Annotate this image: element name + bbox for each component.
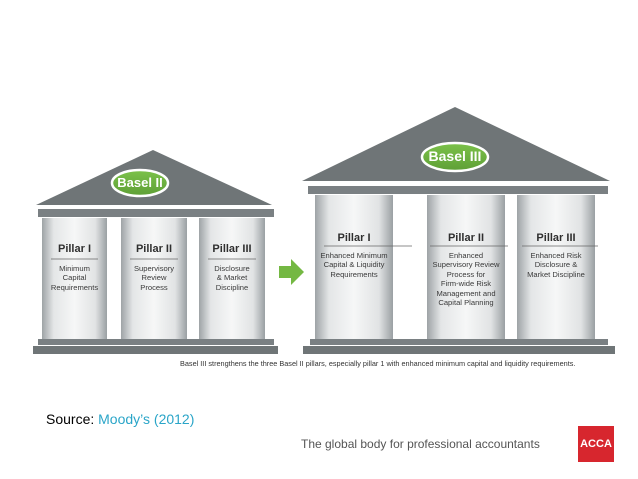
basel-iii-badge-label: Basel III	[420, 148, 490, 164]
basel-ii-pillar-1-title: Pillar I	[42, 243, 107, 255]
basel-iii-pillar-2-desc: Enhanced Supervisory Review Process for …	[427, 251, 505, 308]
basel-iii-base-top	[310, 339, 608, 345]
basel-ii-base	[33, 346, 278, 354]
basel-ii-architrave	[38, 209, 274, 217]
basel-ii-base-top	[38, 339, 274, 345]
basel-iii-pillar-2-title: Pillar II	[427, 232, 505, 244]
basel-ii-badge-label: Basel II	[112, 175, 168, 190]
diagram-caption: Basel III strengthens the three Basel II…	[180, 359, 575, 368]
basel-iii-pillar-3-desc: Enhanced Risk Disclosure & Market Discip…	[517, 251, 595, 279]
basel-iii-temple	[302, 107, 615, 354]
source-line: Source: Moody’s (2012)	[46, 411, 194, 427]
basel-iii-architrave	[308, 186, 608, 194]
basel-ii-pillar-3-desc: Disclosure & Market Discipline	[199, 264, 265, 292]
transition-arrow-icon	[279, 259, 304, 285]
basel-ii-pillar-3-title: Pillar III	[199, 243, 265, 255]
acca-logo: ACCA	[578, 426, 614, 462]
basel-iii-pillar-3-title: Pillar III	[517, 232, 595, 244]
footer-tagline: The global body for professional account…	[301, 437, 540, 451]
source-label: Source:	[46, 411, 94, 427]
basel-iii-pillar-1-desc: Enhanced Minimum Capital & Liquidity Req…	[315, 251, 393, 279]
basel-ii-pillar-1-desc: Minimum Capital Requirements	[42, 264, 107, 292]
basel-iii-base	[303, 346, 615, 354]
basel-iii-pillar-1-title: Pillar I	[315, 232, 393, 244]
basel-ii-pillar-2-title: Pillar II	[121, 243, 187, 255]
source-link[interactable]: Moody’s (2012)	[98, 411, 194, 427]
basel-ii-pillar-2-desc: Supervisory Review Process	[121, 264, 187, 292]
